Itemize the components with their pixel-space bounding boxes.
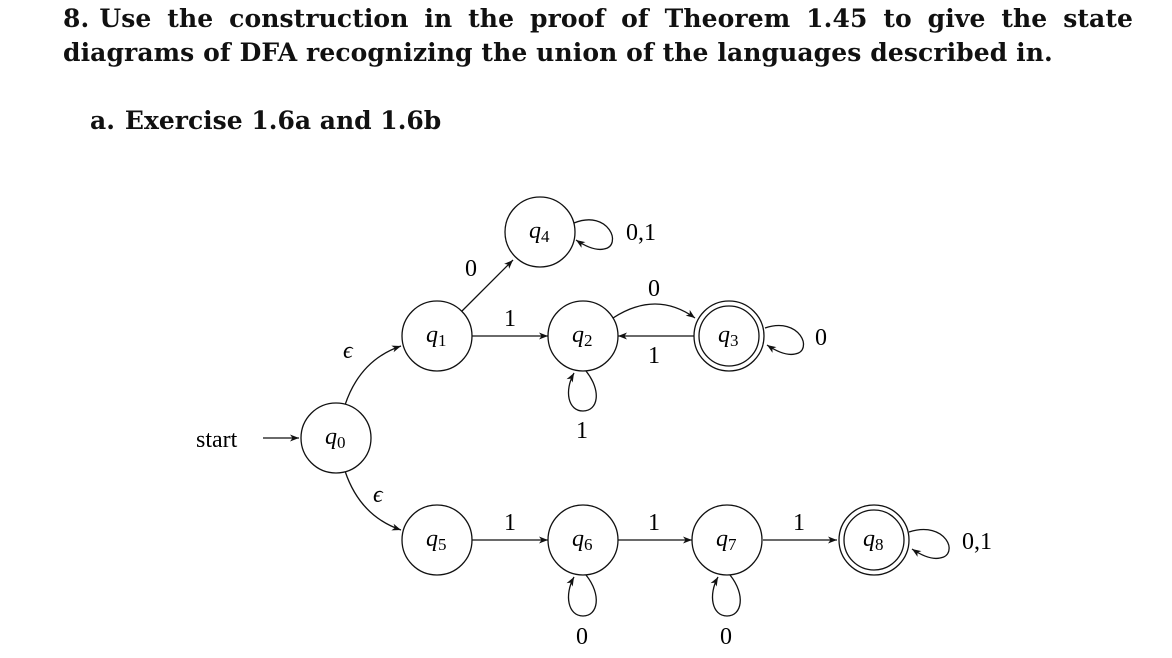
- state-q7-label: q7: [716, 526, 737, 554]
- part-text: Exercise 1.6a and 1.6b: [124, 106, 442, 135]
- edge-label-q7-q8: 1: [793, 510, 805, 536]
- edge-label-q7-q7: 0: [720, 624, 732, 650]
- state-q4-label: q4: [529, 218, 550, 246]
- edge-label-q3-q3: 0: [815, 325, 827, 351]
- edge-q8-q8: [908, 529, 950, 560]
- state-q3: q3: [693, 300, 765, 372]
- problem-number: 8.: [63, 4, 90, 33]
- edge-label-q2-q2: 1: [576, 418, 588, 444]
- state-q8: q8: [838, 504, 910, 576]
- state-q8-accept-ring: [843, 509, 905, 571]
- edge-label-q5-q6: 1: [504, 510, 516, 536]
- edge-label-q0-q5: ϵ: [373, 482, 384, 508]
- state-q6-label: q6: [572, 526, 593, 554]
- state-q5: q5: [401, 504, 473, 576]
- state-q2: q2: [547, 300, 619, 372]
- part-heading: a. Exercise 1.6a and 1.6b: [90, 104, 441, 138]
- edge-q0-q5: [344, 470, 402, 531]
- edge-label-q1-q4: 0: [465, 256, 477, 282]
- state-q0-label: q0: [325, 424, 346, 452]
- edge-label-q3-q2: 1: [648, 343, 660, 369]
- state-q1: q1: [401, 300, 473, 372]
- edge-q2-q3: [612, 303, 696, 319]
- edge-label-q1-q2: 1: [504, 306, 516, 332]
- state-q3-label: q3: [718, 322, 739, 350]
- state-q8-label: q8: [863, 526, 884, 554]
- edge-q4-q4: [573, 219, 614, 251]
- edge-q2-q2: [566, 370, 597, 412]
- start-label: start: [196, 427, 238, 453]
- state-q6: q6: [547, 504, 619, 576]
- edge-label-q0-q1: ϵ: [343, 338, 354, 364]
- edge-q3-q3: [764, 325, 805, 356]
- edge-q6-q6: [566, 574, 597, 617]
- edge-label-q6-q7: 1: [648, 510, 660, 536]
- problem-text: Use the construction in the proof of The…: [63, 4, 1133, 67]
- edge-label-q2-q3: 0: [648, 276, 660, 302]
- edge-q0-q1: [344, 345, 402, 406]
- edge-q1-q4: [460, 259, 514, 313]
- edge-label-q8-q8: 0,1: [962, 529, 992, 555]
- state-q2-label: q2: [572, 322, 593, 350]
- state-q3-accept-ring: [698, 305, 760, 367]
- state-q7: q7: [691, 504, 763, 576]
- state-q5-label: q5: [426, 526, 447, 554]
- problem-statement: 8.Use the construction in the proof of T…: [63, 2, 1133, 70]
- part-label: a.: [90, 106, 115, 135]
- edge-label-q4-q4: 0,1: [626, 220, 656, 246]
- state-q4: q4: [504, 196, 576, 268]
- edge-q7-q7: [710, 574, 741, 617]
- state-q0: q0: [300, 402, 372, 474]
- state-q1-label: q1: [426, 322, 447, 350]
- edge-label-q6-q6: 0: [576, 624, 588, 650]
